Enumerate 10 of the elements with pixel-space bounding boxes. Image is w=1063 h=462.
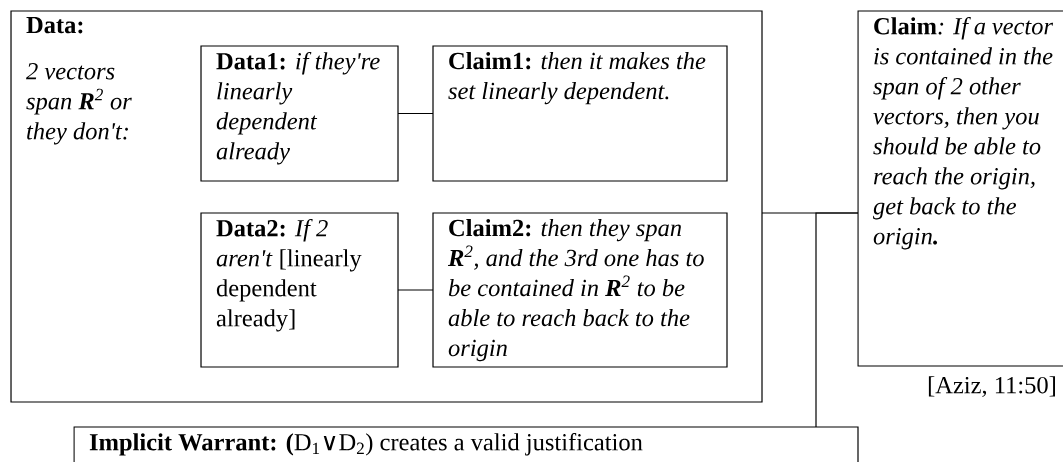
citation: [Aziz, 11:50] (928, 376, 1055, 397)
text-box: Implicit Warrant: (D$_{1}$∨D$_{2}$) creates a valid justification (73, 426, 859, 462)
text-box: Data1: if they're linearly dependent already (200, 45, 399, 182)
connector-line (397, 289, 434, 291)
claim-box: Claim: If a vector is contained in the span of 2 other vectors, then you should be able to reach the origin, get back to the origin. (857, 10, 1063, 367)
text-box: Data2: If 2 aren't [linearly dependent already] (200, 212, 399, 368)
text-box: Claim2: then they span R$^{2}$, and the 3rd one has to be contained in R$^{2}$ to be able to reach back to the origin (432, 212, 728, 368)
connector-line (397, 112, 434, 115)
text-box: Claim1: then it makes the set linearly dependent. (432, 45, 728, 182)
connector-line (815, 212, 859, 428)
